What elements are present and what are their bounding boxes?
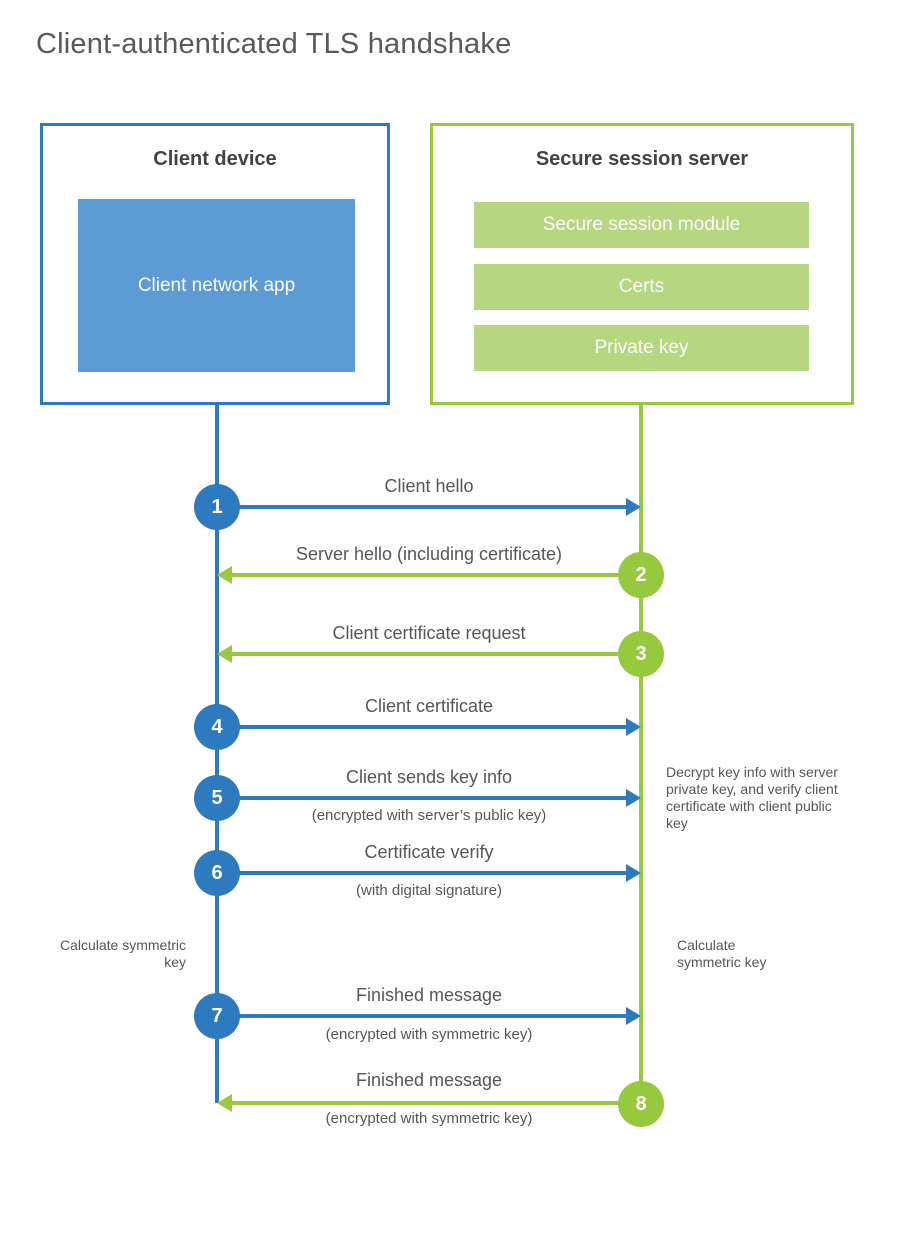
arrow-line-step3 bbox=[231, 652, 641, 656]
client-lifeline bbox=[215, 405, 219, 1103]
step-circle-5: 5 bbox=[194, 775, 240, 821]
step-circle-6: 6 bbox=[194, 850, 240, 896]
arrow-label-finished-server: Finished message bbox=[355, 1070, 503, 1090]
step-circle-1: 1 bbox=[194, 484, 240, 530]
arrow-line-step1 bbox=[217, 505, 627, 509]
arrow-line-step4 bbox=[217, 725, 627, 729]
client-device-title: Client device bbox=[153, 148, 277, 170]
server-module-secure-session: Secure session module bbox=[474, 202, 809, 248]
arrow-label-client-cert-request: Client certificate request bbox=[332, 623, 526, 643]
step-number: 7 bbox=[211, 1004, 223, 1027]
step-circle-3: 3 bbox=[618, 631, 664, 677]
arrowhead-right-icon bbox=[626, 1007, 641, 1025]
arrow-line-step7 bbox=[217, 1014, 627, 1018]
arrow-sublabel-encrypted-server-key: (encrypted with server’s public key) bbox=[311, 807, 547, 824]
arrowhead-right-icon bbox=[626, 864, 641, 882]
step-number: 3 bbox=[635, 642, 647, 665]
arrow-label-client-certificate: Client certificate bbox=[364, 696, 494, 716]
client-network-app-box: Client network app bbox=[78, 199, 355, 372]
arrowhead-right-icon bbox=[626, 498, 641, 516]
arrow-line-step6 bbox=[217, 871, 627, 875]
arrowhead-left-icon bbox=[217, 566, 232, 584]
arrow-sublabel-digital-signature: (with digital signature) bbox=[356, 882, 502, 899]
step-number: 1 bbox=[211, 495, 223, 518]
note-decrypt-key-info: Decrypt key info with server private key… bbox=[666, 764, 838, 831]
secure-session-server-box: Secure session server Secure session mod… bbox=[430, 123, 854, 405]
server-lifeline bbox=[639, 405, 643, 1104]
arrow-line-step5 bbox=[217, 796, 627, 800]
arrow-label-certificate-verify: Certificate verify bbox=[364, 842, 494, 862]
note-calculate-symmetric-key-client: Calculate symmetric key bbox=[59, 937, 186, 970]
page-title: Client-authenticated TLS handshake bbox=[36, 28, 512, 60]
server-module-private-key: Private key bbox=[474, 325, 809, 371]
step-number: 2 bbox=[635, 563, 647, 586]
arrow-line-step8 bbox=[231, 1101, 641, 1105]
step-number: 8 bbox=[635, 1092, 647, 1115]
client-network-app-label: Client network app bbox=[137, 274, 296, 296]
arrowhead-right-icon bbox=[626, 718, 641, 736]
client-device-box: Client device Client network app bbox=[40, 123, 390, 405]
arrow-label-server-hello: Server hello (including certificate) bbox=[295, 544, 563, 564]
step-circle-8: 8 bbox=[618, 1081, 664, 1127]
step-number: 6 bbox=[211, 861, 223, 884]
step-circle-2: 2 bbox=[618, 552, 664, 598]
step-circle-7: 7 bbox=[194, 993, 240, 1039]
arrow-label-client-key-info: Client sends key info bbox=[345, 767, 513, 787]
step-circle-4: 4 bbox=[194, 704, 240, 750]
arrowhead-right-icon bbox=[626, 789, 641, 807]
arrow-label-finished-client: Finished message bbox=[355, 985, 503, 1005]
arrow-sublabel-encrypted-symmetric-2: (encrypted with symmetric key) bbox=[325, 1110, 533, 1127]
arrowhead-left-icon bbox=[217, 645, 232, 663]
arrowhead-left-icon bbox=[217, 1094, 232, 1112]
server-module-certs: Certs bbox=[474, 264, 809, 310]
step-number: 4 bbox=[211, 715, 223, 738]
arrow-line-step2 bbox=[231, 573, 641, 577]
arrow-sublabel-encrypted-symmetric-1: (encrypted with symmetric key) bbox=[325, 1026, 533, 1043]
step-number: 5 bbox=[211, 786, 223, 809]
note-calculate-symmetric-key-server: Calculate symmetric key bbox=[677, 937, 767, 970]
arrow-label-client-hello: Client hello bbox=[384, 476, 474, 496]
secure-session-server-title: Secure session server bbox=[535, 148, 749, 170]
